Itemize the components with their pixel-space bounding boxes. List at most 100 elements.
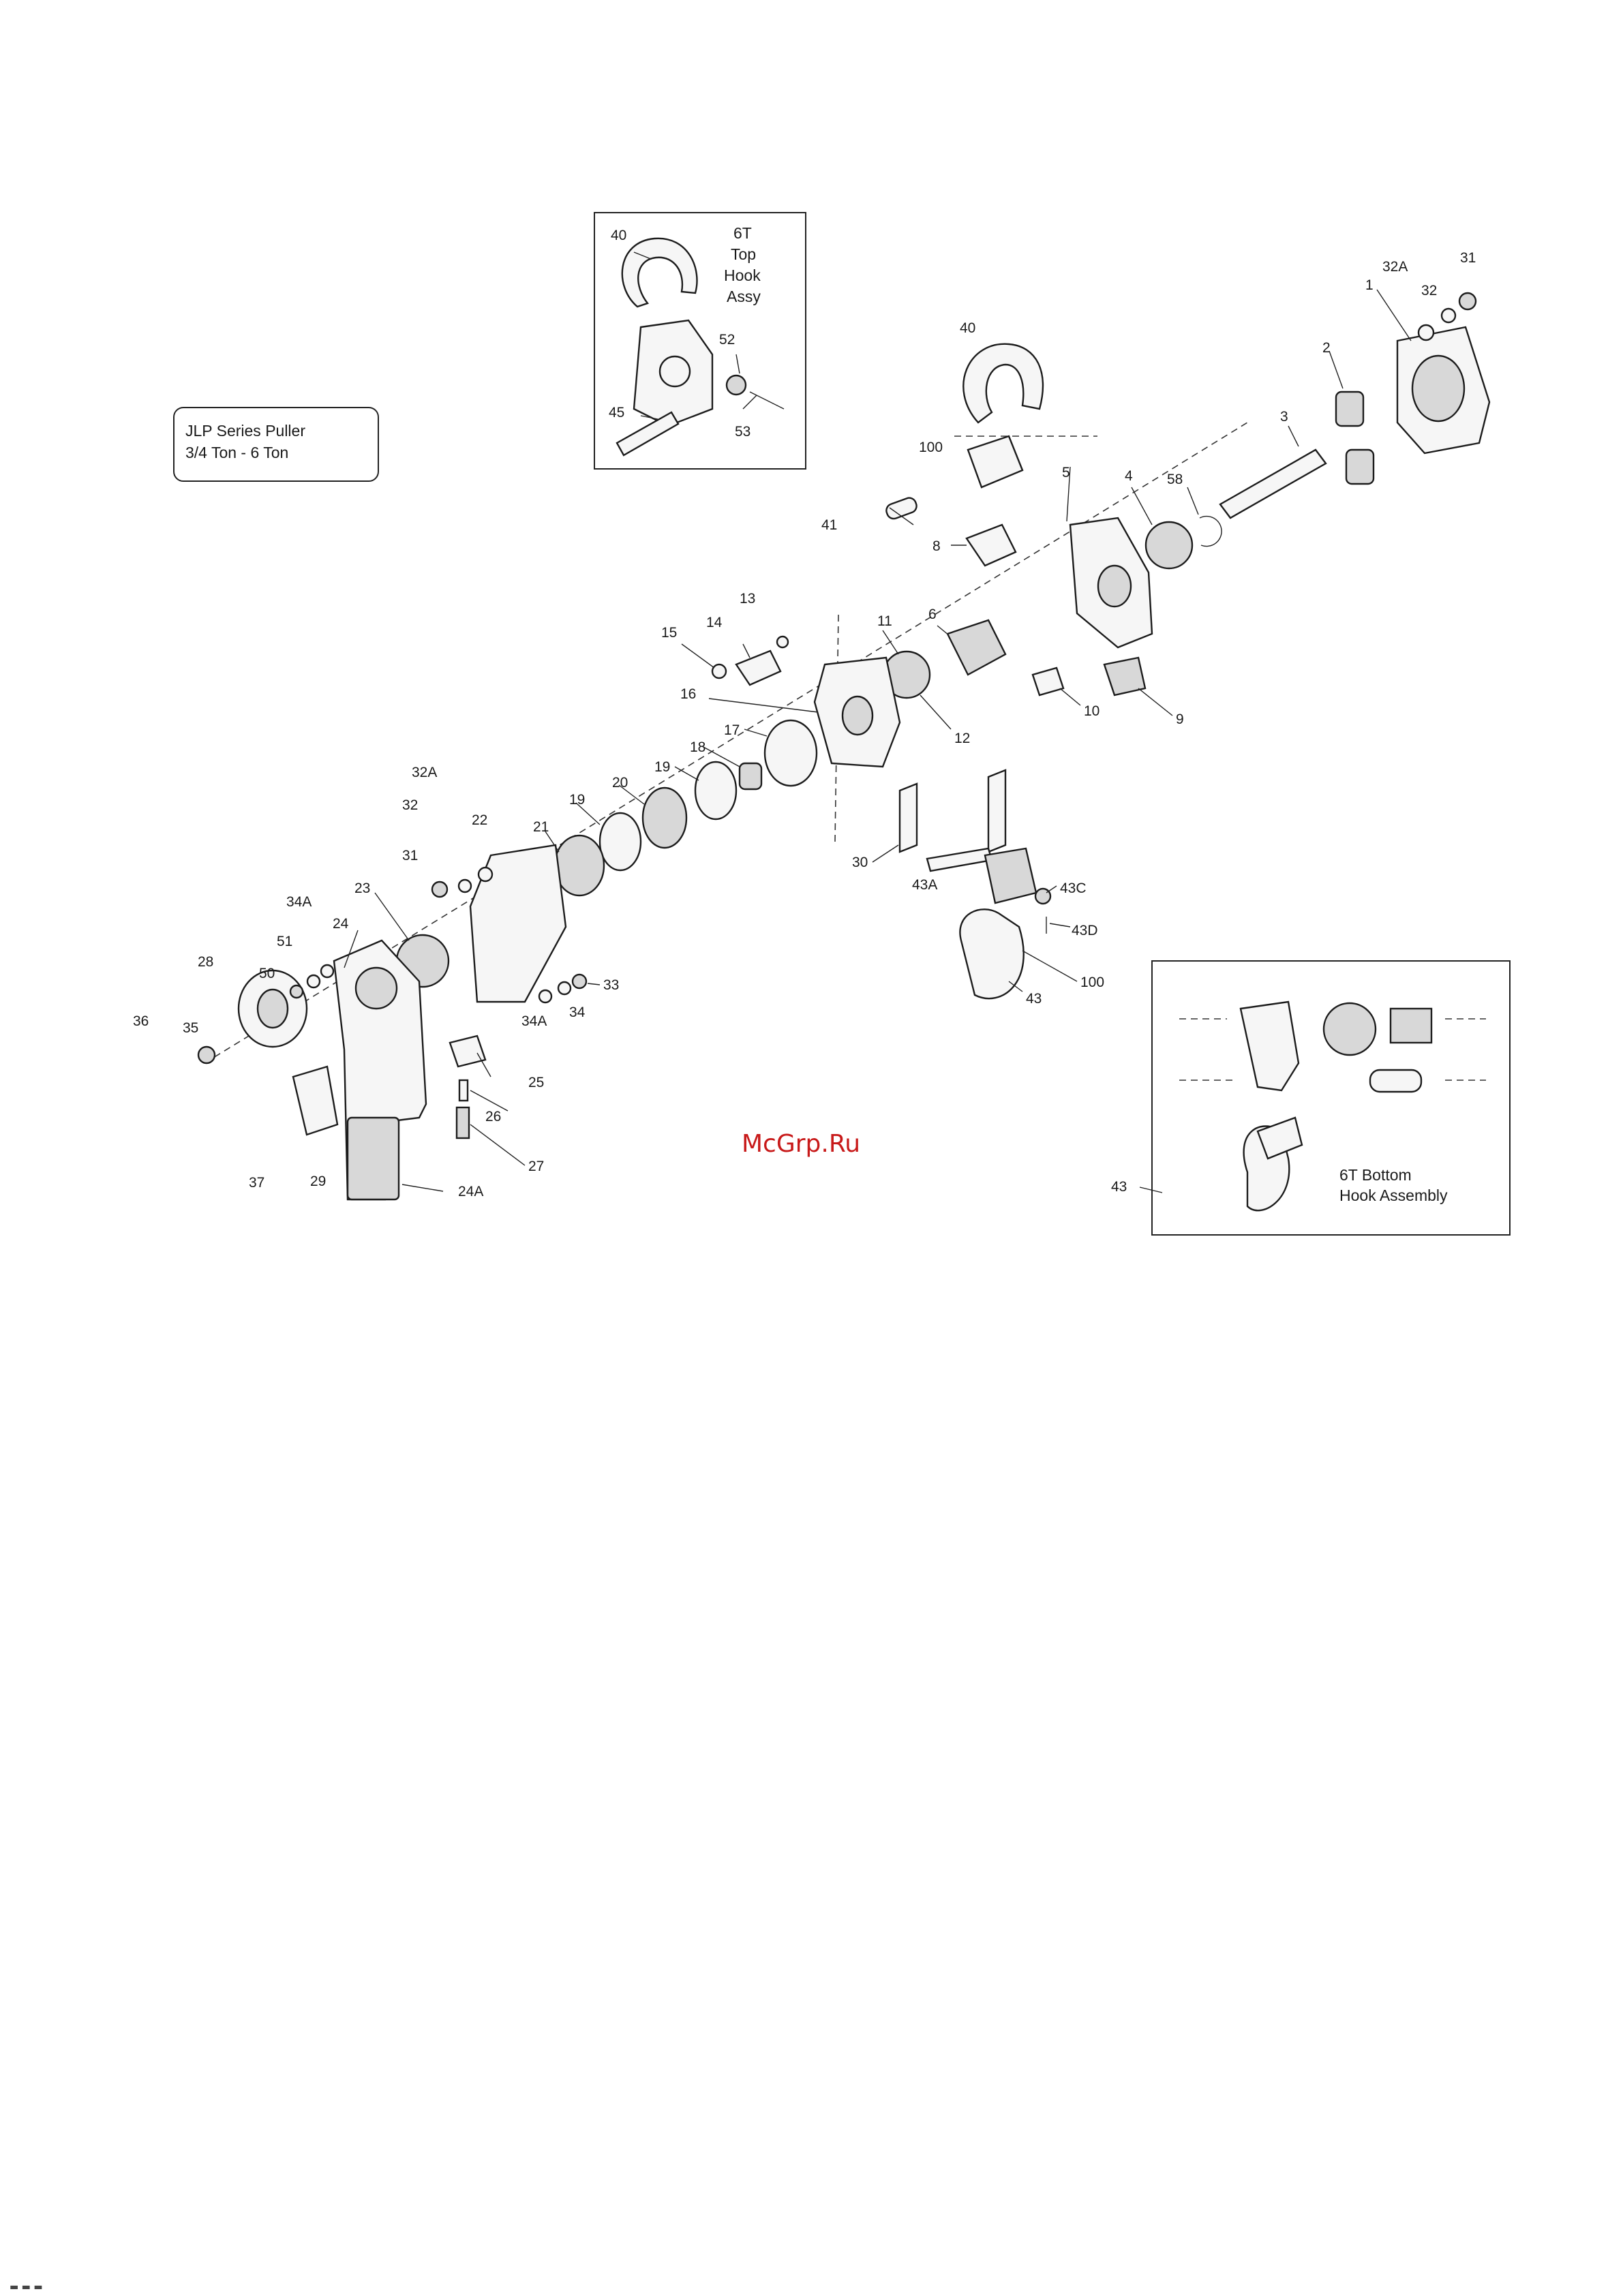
- part-17-disc-hub: [765, 720, 817, 786]
- top-hook-nut-52: [727, 376, 746, 395]
- part-15-ring: [712, 664, 726, 678]
- inset-pin-roller: [1370, 1070, 1421, 1092]
- part-label: 5: [1062, 465, 1070, 480]
- part-label: 6: [928, 607, 937, 622]
- part-20-ratchet: [643, 788, 686, 848]
- part-label: 28: [198, 954, 213, 970]
- part-29-nameplate: [293, 1067, 337, 1135]
- part-50-bolt: [290, 985, 303, 998]
- part-19-friction-disc-b: [600, 813, 641, 870]
- part-label: 43: [1026, 991, 1042, 1007]
- part-label: 32A: [412, 765, 437, 780]
- part-label: 9: [1176, 711, 1184, 727]
- top-hook-block-hole: [660, 356, 690, 386]
- part-label: 36: [133, 1013, 149, 1029]
- top-hook-shape: [622, 239, 697, 307]
- part-chain-upper: [988, 770, 1005, 852]
- part-24-handle-bore: [356, 968, 397, 1009]
- part-2-gear-b: [1346, 450, 1374, 484]
- part-label: 4: [1125, 468, 1133, 484]
- title-line-2: 3/4 Ton - 6 Ton: [185, 444, 288, 461]
- part-label: 3: [1280, 409, 1288, 425]
- inset-bottom-line-2: Hook Assembly: [1339, 1187, 1448, 1204]
- title-line-1: JLP Series Puller: [185, 422, 305, 440]
- leader-inset-43: [1140, 1187, 1162, 1193]
- part-34a-washer-a: [321, 965, 333, 977]
- part-40-top-hook: [963, 344, 1043, 423]
- part-24a-grip: [348, 1118, 399, 1199]
- part-26-pin: [459, 1080, 468, 1101]
- part-label: 13: [740, 591, 755, 607]
- part-label: 27: [528, 1159, 544, 1174]
- part-32-washer-top: [1442, 309, 1455, 322]
- part-label: 19: [654, 759, 670, 775]
- part-19-friction-disc-a: [695, 762, 736, 819]
- part-4-gear: [1146, 522, 1192, 568]
- part-1-cover-opening: [1412, 356, 1464, 421]
- leader-inset-52: [736, 354, 740, 373]
- part-label: 29: [310, 1174, 326, 1189]
- inset-label-40: 40: [611, 228, 626, 243]
- part-label: 20: [612, 775, 628, 791]
- part-10-guide: [1033, 668, 1063, 695]
- part-6-load-sheave: [947, 620, 1005, 675]
- inset-bottom-line-1: 6T Bottom: [1339, 1166, 1412, 1184]
- part-43c-nut: [1035, 889, 1050, 904]
- part-43-hook-yoke: [985, 848, 1036, 903]
- inset-label-45: 45: [609, 405, 624, 420]
- part-3-shaft: [1220, 450, 1326, 518]
- inset-sprocket: [1324, 1003, 1376, 1055]
- part-label: 40: [960, 320, 975, 336]
- part-label: 32: [402, 797, 418, 813]
- part-label: 14: [706, 615, 723, 630]
- part-label: 35: [183, 1020, 198, 1036]
- part-21-hub: [555, 836, 604, 896]
- part-label: 15: [661, 625, 677, 641]
- part-label: 2: [1322, 340, 1331, 356]
- inset-top-line-3: Hook: [724, 266, 761, 284]
- part-30-chain: [900, 784, 917, 852]
- part-label: 37: [249, 1175, 264, 1191]
- part-label: 31: [1460, 250, 1476, 266]
- part-51-washer: [307, 975, 320, 988]
- footer-mark: ▬ ▬ ▬: [10, 2282, 43, 2293]
- part-8-bracket: [967, 525, 1016, 566]
- part-label: 32A: [1382, 259, 1408, 275]
- part-32-washer-left: [459, 880, 471, 892]
- part-2-gear-a: [1336, 392, 1363, 426]
- part-label: 24A: [458, 1184, 483, 1199]
- part-label: 33: [603, 977, 619, 993]
- part-label: 25: [528, 1075, 544, 1090]
- bottom-hook-inset: 6T Bottom Hook Assembly 43: [1111, 961, 1510, 1235]
- part-label: 51: [277, 934, 292, 949]
- part-31-nut-left: [432, 882, 447, 897]
- part-label: 58: [1167, 472, 1183, 487]
- part-label: 8: [932, 538, 941, 554]
- part-label: 100: [919, 440, 943, 455]
- inset-callout-43: 43: [1111, 1179, 1127, 1195]
- part-label: 31: [402, 848, 418, 863]
- inset-label-53: 53: [735, 424, 750, 440]
- part-label: 34A: [521, 1013, 547, 1029]
- part-27-spring: [457, 1107, 469, 1138]
- part-label: 22: [472, 812, 487, 828]
- part-13-spring: [777, 637, 788, 647]
- part-5-plate-bore: [1098, 566, 1131, 607]
- part-58-snap-ring: [1200, 517, 1222, 547]
- part-31-nut-top: [1459, 293, 1476, 309]
- part-16-plate-bore: [843, 697, 873, 735]
- part-35-nut: [198, 1047, 215, 1063]
- part-label: 11: [877, 613, 892, 629]
- part-43a-bolt: [927, 848, 992, 871]
- part-label: 41: [821, 517, 837, 533]
- top-hook-pin-53: [750, 392, 784, 409]
- part-label: 23: [354, 881, 370, 896]
- part-label: 21: [533, 819, 549, 835]
- part-label: 24: [333, 916, 349, 932]
- part-14-pawl: [736, 651, 780, 685]
- part-label: 10: [1084, 703, 1099, 719]
- part-32a-washer-left: [479, 868, 492, 881]
- part-label: 100: [1080, 975, 1104, 990]
- top-hook-inset: 6T Top Hook Assy 40 52 45 53: [594, 213, 806, 469]
